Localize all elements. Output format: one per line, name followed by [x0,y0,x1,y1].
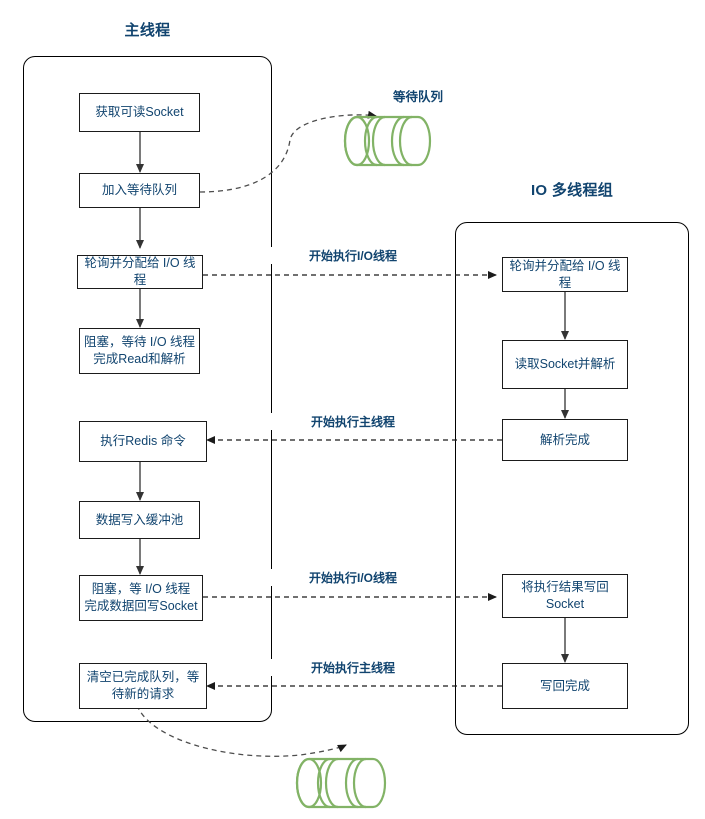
node-write-buffer[interactable]: 数据写入缓冲池 [79,501,200,539]
node-poll-assign[interactable]: 轮询并分配给 I/O 线程 [77,255,203,289]
node-io-read-parse[interactable]: 读取Socket并解析 [502,340,628,389]
edge-label-start-main-2: 开始执行主线程 [265,659,441,676]
node-block-write[interactable]: 阻塞，等 I/O 线程 完成数据回写Socket [79,575,203,621]
edge-label-start-io-2: 开始执行I/O线程 [265,569,441,586]
waiting-queue-cylinder [343,115,432,167]
node-join-queue[interactable]: 加入等待队列 [79,173,200,208]
main-thread-title: 主线程 [124,22,171,39]
node-get-socket[interactable]: 获取可读Socket [79,93,200,132]
waiting-queue-label: 等待队列 [393,90,444,104]
bottom-queue-cylinder [295,757,387,809]
node-exec-redis[interactable]: 执行Redis 命令 [79,421,207,462]
node-clear-queue[interactable]: 清空已完成队列，等 待新的请求 [79,663,207,709]
node-io-write-done[interactable]: 写回完成 [502,663,628,709]
edge-label-start-main-1: 开始执行主线程 [265,413,441,430]
edge-label-start-io-1: 开始执行I/O线程 [265,247,441,264]
io-group-container [455,222,689,735]
io-group-title: IO 多线程组 [530,182,614,199]
node-io-parse-done[interactable]: 解析完成 [502,419,628,461]
node-block-read[interactable]: 阻塞，等待 I/O 线程 完成Read和解析 [79,328,200,374]
node-io-poll-assign[interactable]: 轮询并分配给 I/O 线程 [502,257,628,292]
node-io-write-back[interactable]: 将执行结果写回 Socket [502,574,628,618]
main-thread-container [23,56,272,722]
